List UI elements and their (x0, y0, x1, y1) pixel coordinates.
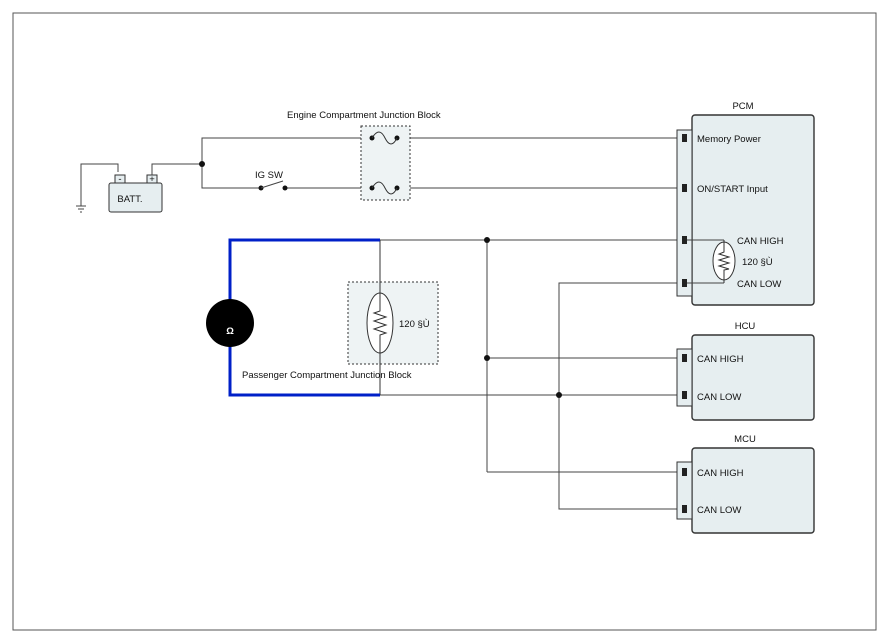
pcm-resistor: 120 §Ù (687, 239, 773, 284)
ohmmeter-icon (206, 299, 254, 347)
pcm-on-start: ON/START Input (697, 184, 768, 195)
passenger-resistor-value: 120 §Ù (399, 319, 430, 330)
battery-label: BATT. (117, 194, 142, 205)
hcu-module: HCU CAN HIGH CAN LOW (676, 321, 815, 421)
mcu-connector (676, 461, 693, 520)
mcu-can-low: CAN LOW (697, 505, 741, 516)
pcm-connector (676, 129, 693, 297)
pcm-title: PCM (732, 101, 753, 112)
engine-junction-block: Engine Compartment Junction Block (287, 110, 441, 201)
hcu-connector (676, 348, 693, 407)
pcm-can-high: CAN HIGH (737, 236, 784, 247)
fuse-on-start (368, 181, 402, 195)
battery: - + BATT. (108, 174, 163, 213)
fuse-memory-power (368, 131, 402, 145)
pcm-module: PCM Memory Power ON/START Input CAN HIGH… (676, 101, 815, 306)
battery-neg-label: - (118, 174, 121, 185)
battery-pos-label: + (149, 174, 155, 185)
pcm-resistor-value: 120 §Ù (742, 257, 773, 268)
measurement-loop-bottom (228, 344, 380, 397)
ohm-symbol: Ω (226, 326, 234, 337)
passenger-junction-block: 120 §Ù Passenger Compartment Junction Bl… (242, 240, 439, 395)
mcu-title: MCU (734, 434, 756, 445)
hcu-can-high: CAN HIGH (697, 354, 744, 365)
passenger-jb-label: Passenger Compartment Junction Block (242, 370, 412, 381)
ground-symbol (76, 163, 119, 213)
measurement-loop-top (228, 238, 380, 302)
engine-jb-label: Engine Compartment Junction Block (287, 110, 441, 121)
pcm-memory-power: Memory Power (697, 134, 761, 145)
hcu-title: HCU (735, 321, 756, 332)
mcu-can-high: CAN HIGH (697, 468, 744, 479)
battery-body (108, 182, 163, 213)
pcm-can-low: CAN LOW (737, 279, 781, 290)
ig-sw-label: IG SW (255, 170, 283, 181)
passenger-resistor: 120 §Ù (366, 240, 430, 395)
mcu-module: MCU CAN HIGH CAN LOW (676, 434, 815, 534)
ig-switch: IG SW (255, 170, 288, 191)
ohmmeter: Ω (206, 238, 380, 397)
hcu-can-low: CAN LOW (697, 392, 741, 403)
